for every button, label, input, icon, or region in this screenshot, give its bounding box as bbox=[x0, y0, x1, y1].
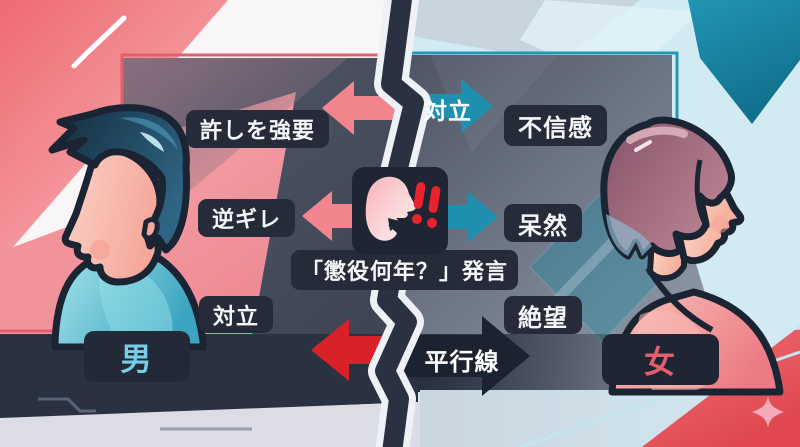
woman-collar bbox=[645, 266, 714, 333]
chip-fushinkan: 不信感 bbox=[504, 105, 607, 146]
teal-corner-shape bbox=[688, 0, 800, 124]
arrow-red-bottom-left-icon bbox=[311, 319, 396, 381]
arrow-label-heikousen: 平行線 bbox=[424, 349, 500, 376]
white-accent-lines bbox=[71, 15, 127, 69]
arrow-teal-mid-right-icon bbox=[440, 192, 498, 242]
chip-tairitsu-left: 対立 bbox=[199, 296, 274, 333]
chip-zetsubou: 絶望 bbox=[504, 296, 582, 334]
arrow-pink-top-left-icon bbox=[322, 81, 420, 135]
speaking-face-exclamation-icon bbox=[365, 176, 441, 241]
arrow-pink-mid-left-icon bbox=[302, 191, 360, 241]
chip-bouzen: 呆然 bbox=[504, 204, 582, 242]
arrow-dark-bottom-right-icon bbox=[404, 316, 530, 396]
speech-box bbox=[352, 167, 448, 255]
arrow-teal-top-right-icon bbox=[408, 79, 493, 133]
chip-gyakugire: 逆ギレ bbox=[198, 199, 296, 237]
sparkle-icon bbox=[752, 396, 784, 428]
man-name-tag: 男 bbox=[84, 331, 190, 382]
statement-chip: 「懲役何年？」発言 bbox=[291, 250, 519, 290]
chip-demand-forgiveness: 許しを強要 bbox=[186, 110, 330, 148]
light-facet bbox=[520, 0, 700, 85]
man-ear bbox=[141, 217, 160, 241]
man-avatar bbox=[48, 104, 207, 351]
woman-hair bbox=[600, 116, 736, 260]
double-exclamation-icon bbox=[412, 182, 441, 228]
woman-name-tag: 女 bbox=[602, 334, 719, 385]
face-profile-icon bbox=[365, 176, 416, 241]
woman-bangs-line bbox=[694, 159, 711, 230]
arrow-label-tairitsu: 対立 bbox=[424, 98, 472, 124]
open-mouth bbox=[388, 218, 404, 231]
circuit-decoration bbox=[38, 397, 96, 413]
arrows bbox=[302, 79, 530, 396]
